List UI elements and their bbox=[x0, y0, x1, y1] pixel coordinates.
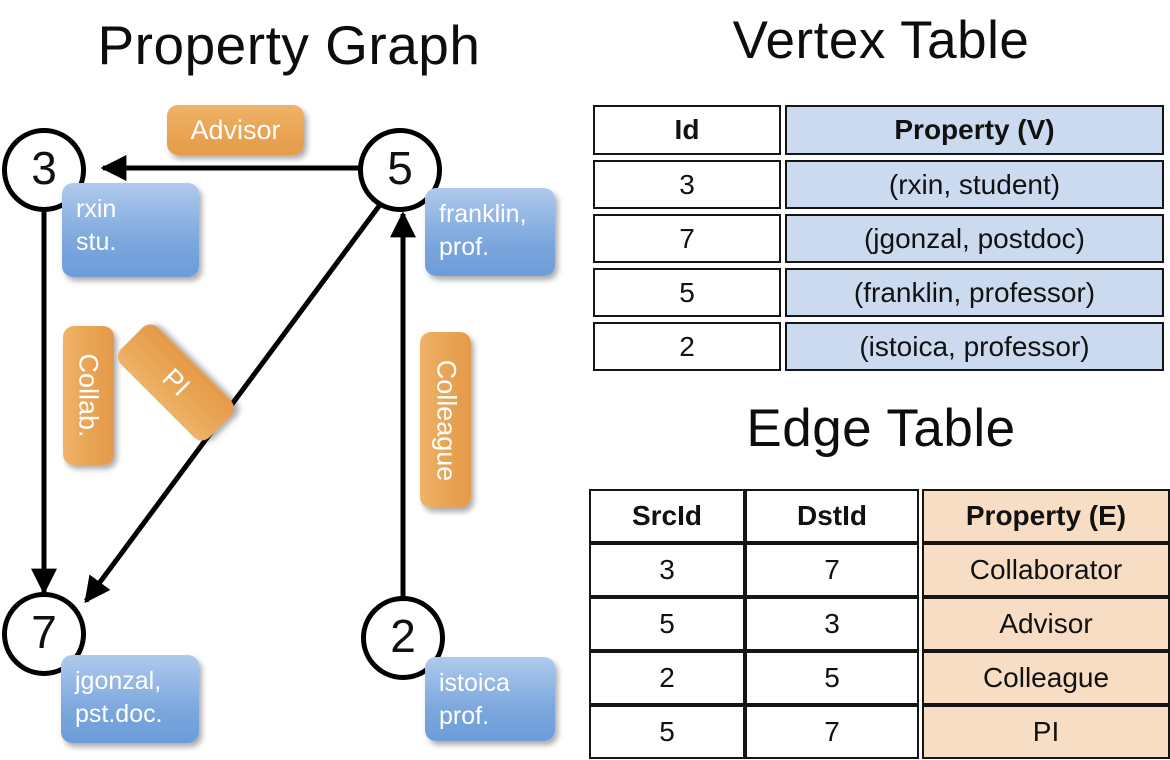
graph-node-3[interactable]: 3 bbox=[2, 128, 86, 212]
edge-table-cell-dstid-3: 7 bbox=[745, 705, 919, 759]
edge-table-cell-property-1: Advisor bbox=[922, 597, 1170, 651]
graph-edges-svg bbox=[31, 155, 416, 604]
node-2-property-box: istoica prof. bbox=[425, 657, 555, 741]
vertex-table-cell-property-3: (istoica, professor) bbox=[785, 322, 1164, 371]
edge-table-cell-srcid-1: 5 bbox=[589, 597, 745, 651]
node-5-property-line-1: franklin, bbox=[439, 200, 527, 228]
edge-table-cell-dstid-0: 7 bbox=[745, 543, 919, 597]
edge-table-cell-dstid-2: 5 bbox=[745, 651, 919, 705]
edge-label-advisor: Advisor bbox=[167, 105, 304, 155]
graph-node-5-label: 5 bbox=[387, 142, 413, 194]
node-2-property-line-2: prof. bbox=[439, 702, 490, 730]
vertex-table-cell-id-1: 7 bbox=[593, 214, 781, 263]
edge-table-cell-property-2: Colleague bbox=[922, 651, 1170, 705]
edge-table-cell-srcid-3: 5 bbox=[589, 705, 745, 759]
edge-label-advisor-text: Advisor bbox=[190, 114, 281, 145]
edge-label-colleague: Colleague bbox=[420, 332, 471, 508]
edge-table-cell-srcid-2: 2 bbox=[589, 651, 745, 705]
vertex-table-cell-id-0: 3 bbox=[593, 160, 781, 209]
vertex-table-header-id: Id bbox=[593, 105, 781, 155]
graph-node-7-label: 7 bbox=[31, 606, 57, 658]
node-2-property-line-1: istoica bbox=[439, 669, 510, 697]
edge-table-header-dstid: DstId bbox=[745, 489, 919, 543]
vertex-table-cell-id-2: 5 bbox=[593, 268, 781, 317]
node-3-property-line-1: rxin bbox=[76, 195, 117, 223]
page-title-property-graph: Property Graph bbox=[97, 14, 481, 76]
node-3-property-box: rxin stu. bbox=[62, 183, 199, 277]
edge-table-header-property: Property (E) bbox=[922, 489, 1170, 543]
node-7-property-line-1: jgonzal, bbox=[75, 667, 162, 695]
node-7-property-line-2: pst.doc. bbox=[75, 700, 163, 728]
edge-table-cell-dstid-1: 3 bbox=[745, 597, 919, 651]
vertex-table-cell-property-0: (rxin, student) bbox=[785, 160, 1164, 209]
edge-label-collab: Collab. bbox=[63, 326, 114, 465]
page-title-vertex-table: Vertex Table bbox=[732, 11, 1030, 70]
edge-table-cell-srcid-0: 3 bbox=[589, 543, 745, 597]
graph-node-2-label: 2 bbox=[390, 610, 416, 662]
page-title-edge-table: Edge Table bbox=[746, 399, 1016, 458]
vertex-table-cell-property-2: (franklin, professor) bbox=[785, 268, 1164, 317]
vertex-table-cell-property-1: (jgonzal, postdoc) bbox=[785, 214, 1164, 263]
edge-table-header-srcid: SrcId bbox=[589, 489, 745, 543]
node-7-property-box: jgonzal, pst.doc. bbox=[61, 655, 199, 743]
vertex-table-cell-id-3: 2 bbox=[593, 322, 781, 371]
node-5-property-box: franklin, prof. bbox=[425, 188, 555, 276]
edge-table-cell-property-3: PI bbox=[922, 705, 1170, 759]
property-graph-diagram: 3 5 7 2 rxin stu. franklin, prof. jgonza… bbox=[2, 105, 555, 743]
graph-node-3-label: 3 bbox=[31, 142, 57, 194]
vertex-table-header-property: Property (V) bbox=[785, 105, 1164, 155]
edge-table-cell-property-0: Collaborator bbox=[922, 543, 1170, 597]
edge-5-to-7 bbox=[83, 196, 388, 604]
node-3-property-line-2: stu. bbox=[76, 228, 117, 256]
node-5-property-line-2: prof. bbox=[439, 233, 490, 261]
